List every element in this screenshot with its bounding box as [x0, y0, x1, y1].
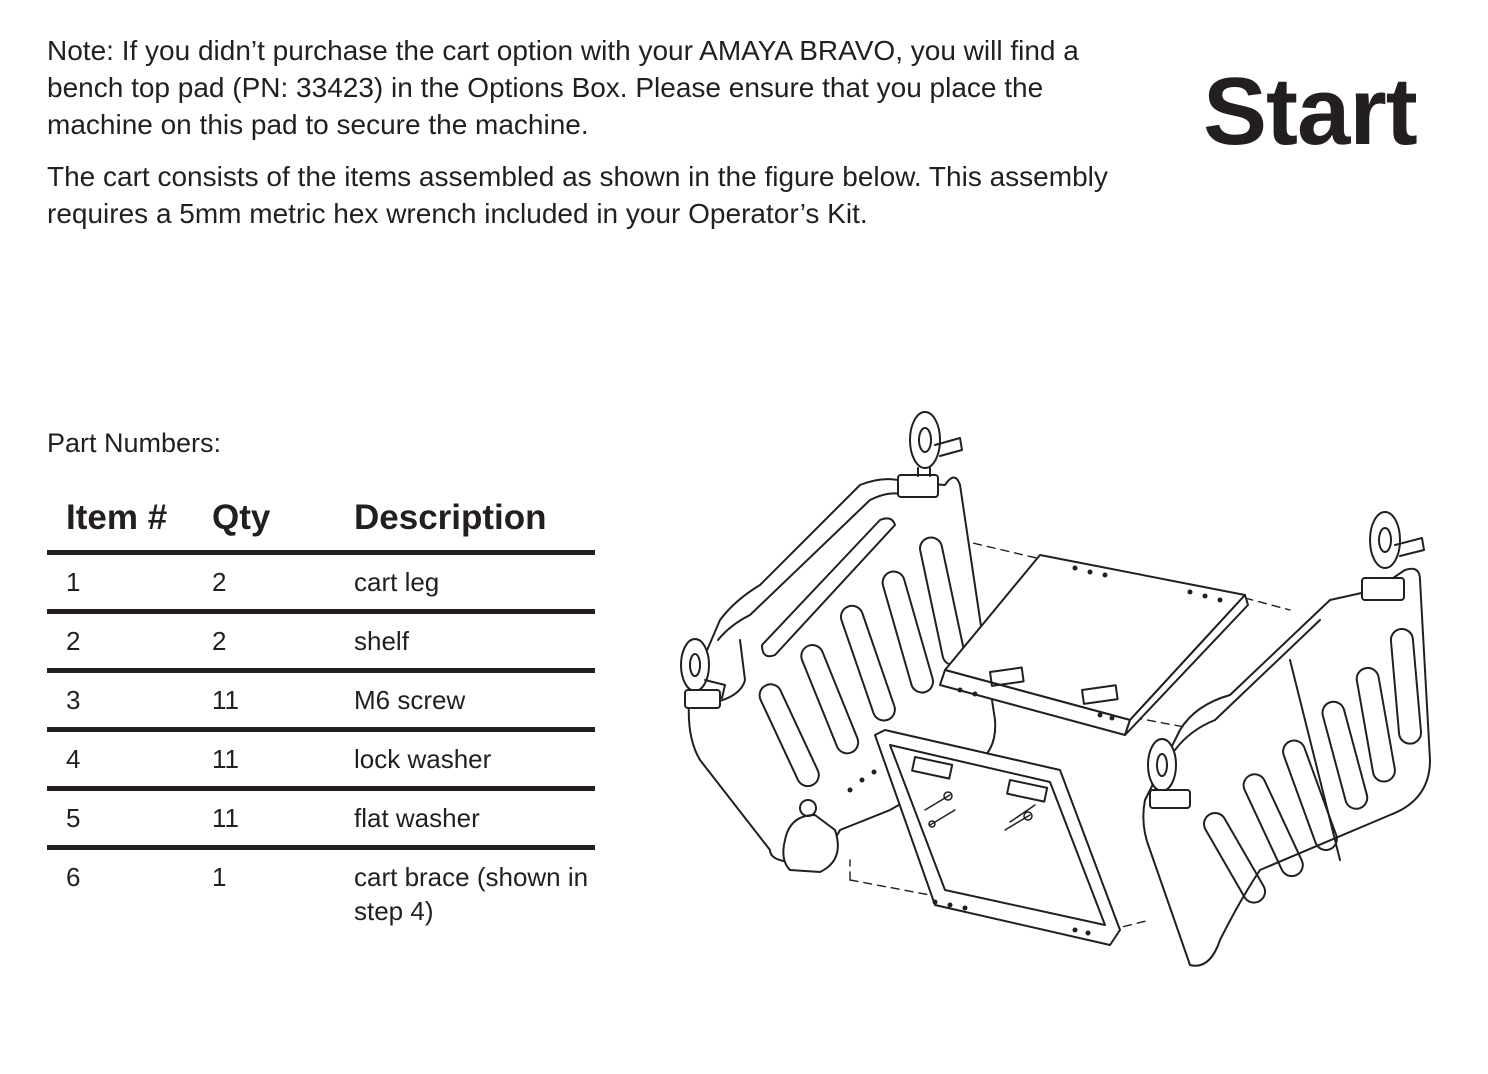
- cell-item: 6: [66, 862, 81, 892]
- table-row: 6 1 cart brace (shown in step 4): [47, 848, 595, 939]
- cell-description: lock washer: [354, 729, 595, 791]
- caster: [897, 411, 963, 498]
- table-header-row: Item # Qty Description: [47, 496, 595, 555]
- screws: [924, 791, 1036, 831]
- screw-holes: [957, 565, 1223, 721]
- caster: [1147, 738, 1191, 809]
- cell-item: 1: [47, 552, 212, 614]
- cell-description: flat washer: [354, 788, 595, 850]
- bottom-shelf: [847, 729, 1121, 946]
- header-item: Item #: [47, 496, 212, 555]
- screw-holes: [847, 769, 1091, 936]
- top-shelf: [939, 554, 1249, 736]
- caster: [1361, 511, 1425, 601]
- cell-qty: 1: [212, 862, 227, 892]
- cell-qty: 2: [212, 552, 354, 614]
- header-description: Description: [354, 496, 595, 555]
- cell-qty: 11: [212, 729, 354, 791]
- leg-slots: [1203, 627, 1423, 904]
- table-row: 2 2 shelf: [47, 611, 595, 673]
- cell-item: 3: [47, 670, 212, 732]
- table-row: 4 11 lock washer: [47, 729, 595, 791]
- intro-text: Note: If you didn’t purchase the cart op…: [47, 32, 1127, 232]
- table-row: 1 2 cart leg: [47, 552, 595, 614]
- cell-qty: 11: [212, 670, 354, 732]
- right-cart-leg: [1142, 511, 1431, 967]
- cart-assembly-icon: [680, 411, 1431, 967]
- table-row: 3 11 M6 screw: [47, 670, 595, 732]
- cell-qty: 2: [212, 611, 354, 673]
- cell-item: 2: [47, 611, 212, 673]
- cell-description: cart brace (shown in step 4): [354, 862, 589, 926]
- cell-description: cart leg: [354, 552, 595, 614]
- cell-qty: 11: [212, 788, 354, 850]
- caster: [680, 638, 726, 709]
- part-numbers-label: Part Numbers:: [47, 428, 222, 458]
- cell-description: shelf: [354, 611, 595, 673]
- cart-paragraph: The cart consists of the items assembled…: [47, 161, 1108, 229]
- cell-item: 4: [47, 729, 212, 791]
- header-qty: Qty: [212, 496, 354, 555]
- page-title: Start: [1203, 58, 1418, 165]
- parts-table: Item # Qty Description 1 2 cart leg 2 2 …: [47, 496, 595, 938]
- cell-description: M6 screw: [354, 670, 595, 732]
- cell-item: 5: [47, 788, 212, 850]
- note-paragraph: Note: If you didn’t purchase the cart op…: [47, 35, 1079, 140]
- table-row: 5 11 flat washer: [47, 788, 595, 850]
